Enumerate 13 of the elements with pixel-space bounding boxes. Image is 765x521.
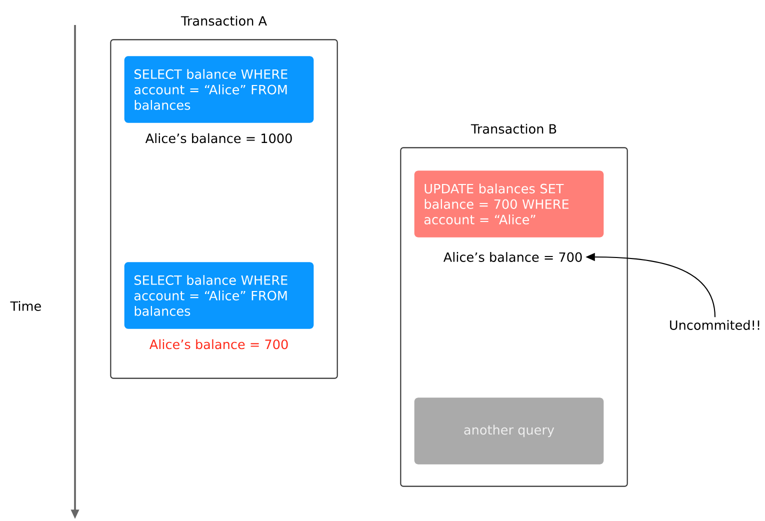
result-text: Alice’s balance = 700 [443,252,582,262]
query-box: SELECT balance WHERE account = “Alice” FROM balances [124,56,314,123]
callout-text: Uncommited!! [670,320,760,330]
result-text: Alice’s balance = 700 [149,339,288,350]
transaction-box [400,147,628,487]
heading: Transaction B [470,124,556,134]
query-box: another query [414,398,604,464]
heading: Transaction A [180,16,267,26]
axis-label: Time [10,301,41,311]
query-box: SELECT balance WHERE account = “Alice” FROM balances [124,262,314,329]
result-text: Alice’s balance = 1000 [145,133,292,144]
query-box: UPDATE balances SET balance = 700 WHERE account = “Alice” [414,170,604,238]
transaction-box [110,39,338,379]
